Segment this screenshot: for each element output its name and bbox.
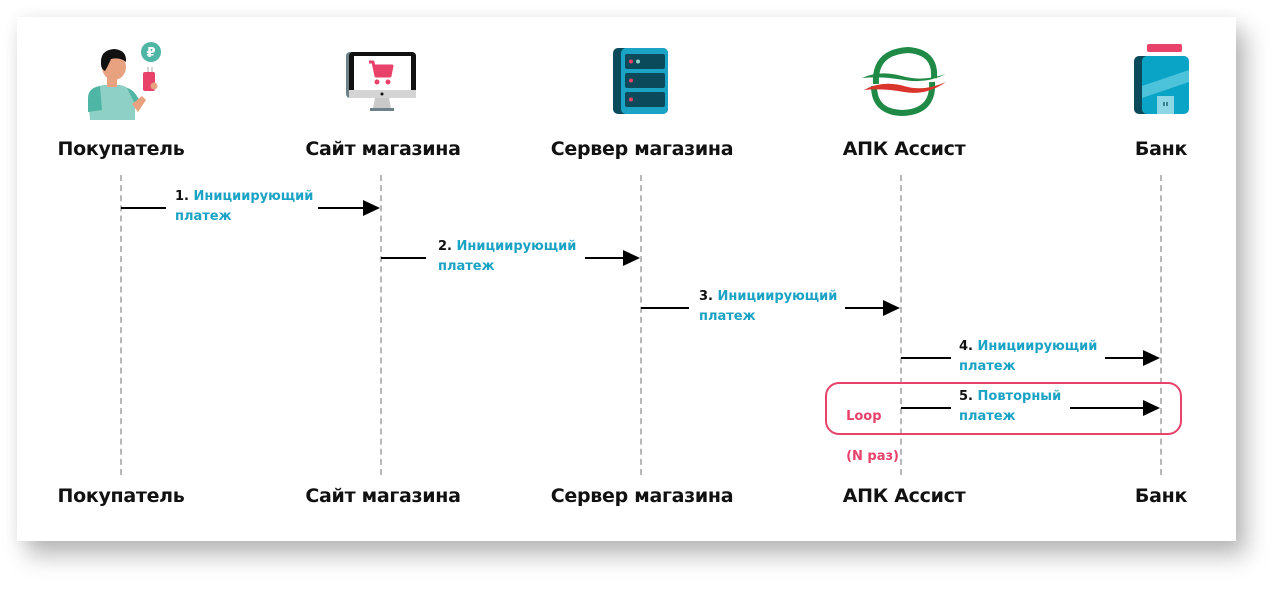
actor-label-server-bottom: Сервер магазина [550, 485, 734, 507]
message-3-label: Инициирующий [717, 289, 838, 304]
message-3-line-left [641, 307, 689, 309]
buyer-with-phone-icon: ₽ [88, 42, 161, 120]
message-3-arrowhead [883, 300, 900, 316]
message-4-line-right [1105, 357, 1145, 359]
message-5-label-line2: платеж [959, 409, 1016, 424]
message-4-label-line2: платеж [959, 359, 1016, 374]
actor-label-buyer-top: Покупатель [57, 138, 185, 160]
message-1-line-right [318, 207, 364, 209]
message-2-arrowhead [623, 250, 640, 266]
message-2-text: 2. Инициирующий платеж [438, 237, 576, 277]
loop-frame [825, 382, 1182, 435]
server-rack-icon [613, 48, 668, 114]
lifeline-server [640, 175, 642, 475]
message-3-line-right [845, 307, 885, 309]
message-5-line-left [901, 407, 951, 409]
svg-text:₽: ₽ [146, 46, 155, 61]
message-1-label: Инициирующий [193, 189, 314, 204]
lifeline-site [380, 175, 382, 475]
actor-label-bank-top: Банк [1134, 138, 1188, 160]
message-3-label-line2: платеж [699, 309, 756, 324]
lifeline-assist [900, 175, 902, 475]
message-5-line-right [1070, 407, 1145, 409]
actor-label-assist-top: АПК Ассист [842, 138, 966, 160]
message-2-line-right [585, 257, 625, 259]
assist-logo-icon [862, 46, 946, 116]
message-3-number: 3. [699, 289, 713, 304]
actor-label-bank-bottom: Банк [1134, 485, 1188, 507]
message-5-arrowhead [1143, 400, 1160, 416]
message-1-number: 1. [175, 189, 189, 204]
message-1-line-left [121, 207, 166, 209]
actor-label-assist-bottom: АПК Ассист [842, 485, 966, 507]
lifeline-buyer [120, 175, 122, 475]
message-1-text: 1. Инициирующий платеж [175, 187, 313, 227]
lifeline-bank [1160, 175, 1162, 475]
message-2-label-line2: платеж [438, 259, 495, 274]
monitor-cart-icon [346, 52, 416, 111]
message-4-line-left [901, 357, 951, 359]
message-4-text: 4. Инициирующий платеж [959, 337, 1097, 377]
message-1-arrowhead [363, 200, 380, 216]
actor-label-buyer-bottom: Покупатель [57, 485, 185, 507]
actor-label-site-bottom: Сайт магазина [305, 485, 461, 507]
message-3-text: 3. Инициирующий платеж [699, 287, 837, 327]
loop-label-line1: Loop [846, 409, 882, 424]
message-2-label: Инициирующий [456, 239, 577, 254]
message-4-number: 4. [959, 339, 973, 354]
message-5-label: Повторный [977, 389, 1062, 404]
message-1-label-line2: платеж [175, 209, 232, 224]
message-4-label: Инициирующий [977, 339, 1098, 354]
message-2-number: 2. [438, 239, 452, 254]
loop-label: Loop (N раз) [837, 387, 899, 467]
message-4-arrowhead [1143, 350, 1160, 366]
message-2-line-left [381, 257, 426, 259]
bank-building-icon [1134, 44, 1189, 114]
actor-label-site-top: Сайт магазина [305, 138, 461, 160]
actor-label-server-top: Сервер магазина [550, 138, 734, 160]
loop-label-line2: (N раз) [846, 449, 899, 464]
message-5-text: 5. Повторный платеж [959, 387, 1061, 427]
message-5-number: 5. [959, 389, 973, 404]
